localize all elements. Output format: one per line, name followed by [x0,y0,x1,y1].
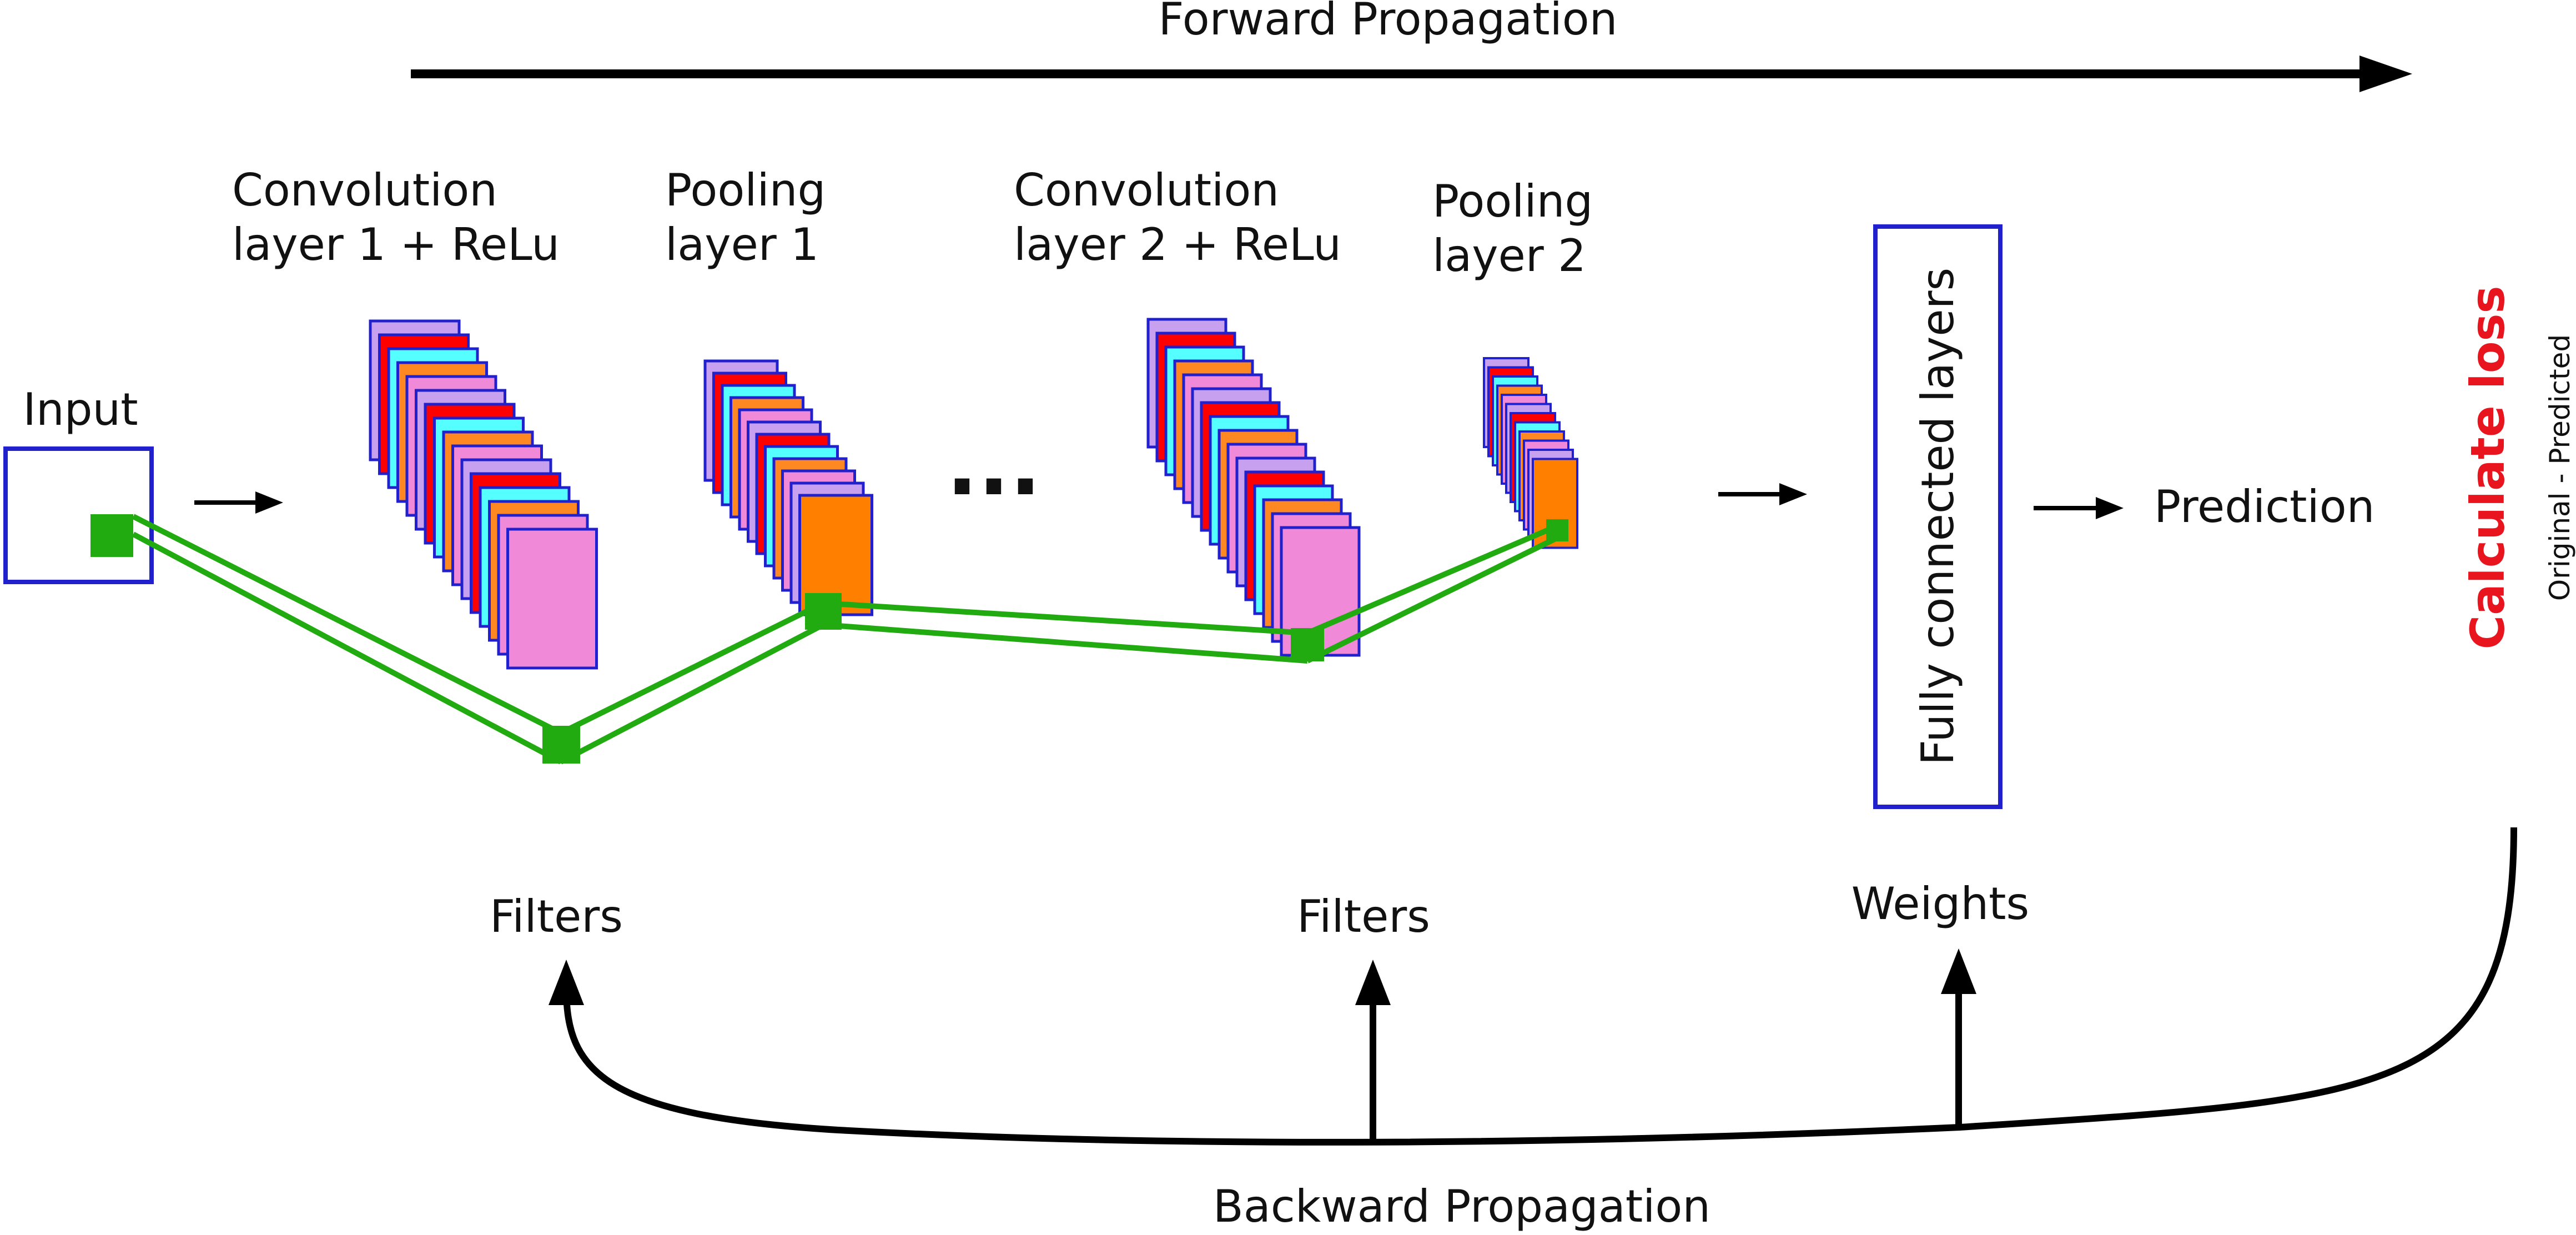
pool2-receptive-patch [1546,519,1568,541]
conv1-feature-maps [369,319,598,670]
conv2-label: Convolution layer 2 + ReLu [1014,164,1341,270]
weights-up-arrow-icon [1941,948,1976,1127]
input-label: Input [23,384,138,435]
filters2-up-arrow-icon [1355,960,1391,1145]
backward-propagation-label: Backward Propagation [1213,1181,1710,1232]
pool1-receptive-patch [805,593,842,630]
prediction-arrow-icon [2034,497,2124,519]
conv2-feature-maps [1146,318,1361,657]
ellipsis: ... [947,418,1042,514]
filters2-label: Filters [1297,891,1430,942]
pool2-label: Pooling layer 2 [1432,175,1607,282]
filters1-up-arrow-icon [549,960,584,1005]
input-arrow-icon [194,491,283,514]
filters1-label: Filters [490,891,623,942]
forward-propagation-label: Forward Propagation [1159,0,1618,45]
forward-arrow-icon [411,56,2412,92]
receptive-field-connectors [132,514,1562,765]
pool1-label: Pooling layer 1 [665,164,840,270]
pool1-feature-maps [703,359,873,616]
loss-formula: Original - Predicted [2544,334,2576,601]
conv1-receptive-patch [542,726,580,764]
conv1-map-16 [506,528,598,670]
fc-arrow-icon [1718,483,1807,505]
fully-connected-label: Fully connected layers [1912,268,1964,765]
prediction-label: Prediction [2154,481,2374,533]
conv2-receptive-patch [1291,628,1324,661]
conv1-label: Convolution layer 1 + ReLu [232,164,560,270]
fully-connected-box [1873,224,2003,809]
backward-curve-icon [563,827,2517,1146]
calculate-loss-label: Calculate loss [2461,285,2515,649]
weights-label: Weights [1852,878,2029,930]
input-receptive-patch [90,514,133,557]
